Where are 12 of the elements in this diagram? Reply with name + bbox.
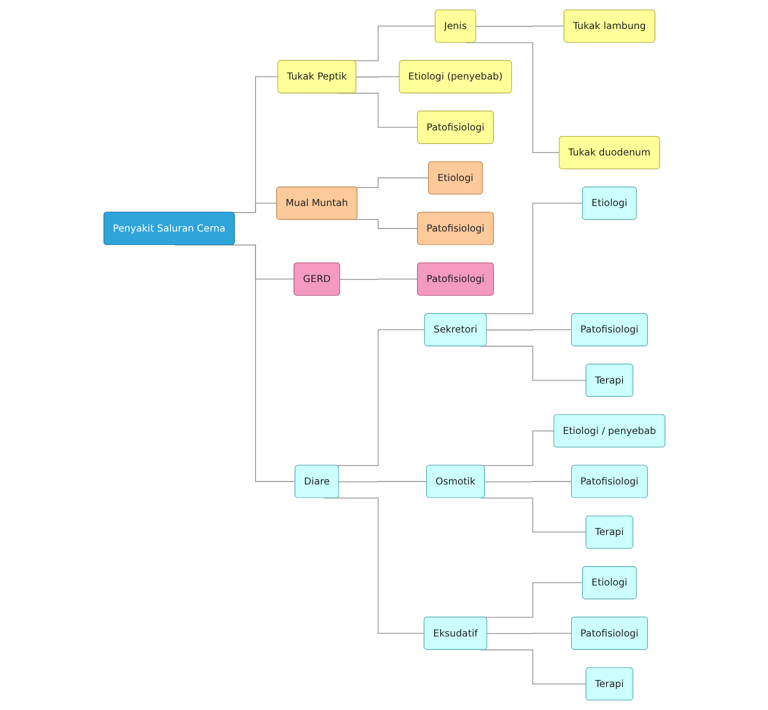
connector <box>354 218 418 230</box>
connector <box>484 481 572 482</box>
connector <box>480 649 586 685</box>
connector <box>355 76 400 78</box>
connector <box>480 498 586 533</box>
connector <box>486 329 572 330</box>
connector <box>338 481 427 482</box>
connector <box>464 42 560 154</box>
connector <box>354 177 429 188</box>
connector <box>486 632 572 634</box>
connector <box>339 278 418 280</box>
connector <box>475 26 564 27</box>
